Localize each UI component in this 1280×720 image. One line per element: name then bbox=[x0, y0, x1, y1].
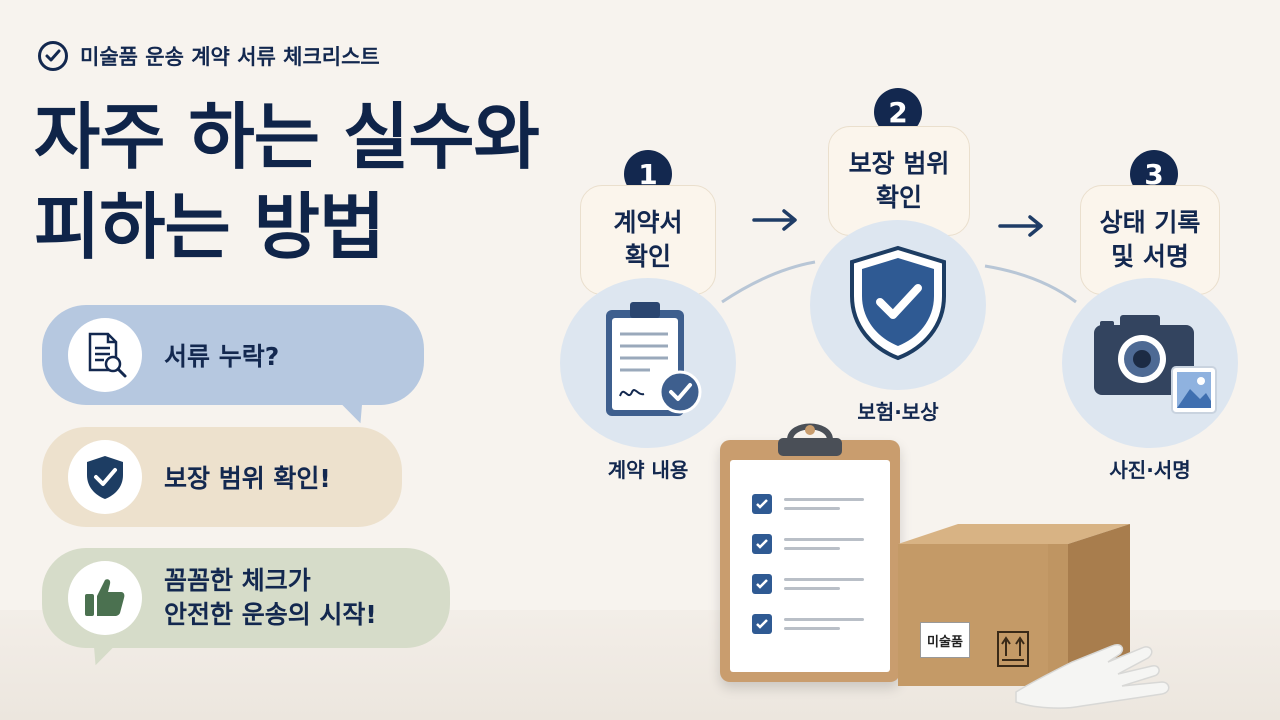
title-line-2: 피하는 방법 bbox=[34, 185, 385, 269]
checklist-row bbox=[752, 534, 864, 554]
step-2-card: 보장 범위 확인 bbox=[828, 126, 970, 236]
checkbox-checked-icon bbox=[752, 614, 772, 634]
checklist-paper bbox=[730, 460, 890, 672]
check-circle-icon bbox=[38, 41, 68, 71]
camera-icon bbox=[1080, 301, 1220, 425]
step-2-line-2: 확인 bbox=[875, 183, 922, 212]
thumbs-up-icon bbox=[68, 561, 142, 635]
step-1-caption: 계약 내용 bbox=[607, 458, 689, 482]
kicker-text: 미술품 운송 계약 서류 체크리스트 bbox=[80, 45, 380, 69]
kicker-label: 미술품 운송 계약 서류 체크리스트 bbox=[38, 40, 380, 72]
arrow-right-icon bbox=[752, 209, 797, 231]
bubble-coverage-check: 보장 범위 확인! bbox=[42, 427, 402, 527]
checkbox-checked-icon bbox=[752, 574, 772, 594]
step-3-line-1: 상태 기록 bbox=[1099, 208, 1201, 237]
title-line-1: 자주 하는 실수와 bbox=[34, 95, 540, 179]
document-search-icon bbox=[68, 318, 142, 392]
step-3-caption: 사진·서명 bbox=[1109, 458, 1191, 482]
step-1-line-1: 계약서 bbox=[613, 208, 683, 237]
step-1-line-2: 확인 bbox=[624, 242, 671, 271]
step-2-icon-circle bbox=[810, 220, 986, 390]
step-3-card: 상태 기록 및 서명 bbox=[1080, 185, 1220, 295]
shield-check-icon bbox=[846, 244, 950, 366]
checklist-row bbox=[752, 614, 864, 634]
clip-icon bbox=[778, 423, 842, 456]
step-3-icon-circle bbox=[1062, 278, 1238, 448]
step-1-card: 계약서 확인 bbox=[580, 185, 716, 295]
page-title: 자주 하는 실수와 피하는 방법 bbox=[34, 92, 540, 272]
bubble-text: 꼼꼼한 체크가 안전한 운송의 시작! bbox=[164, 564, 377, 632]
bubble-text: 서류 누락? bbox=[164, 342, 280, 371]
white-gloves-icon bbox=[1015, 643, 1170, 709]
bubble-text-line-2: 안전한 운송의 시작! bbox=[164, 600, 377, 629]
shield-check-icon bbox=[68, 440, 142, 514]
bubble-text: 보장 범위 확인! bbox=[164, 464, 331, 493]
bubble-missing-documents: 서류 누락? bbox=[42, 305, 424, 405]
step-3-line-2: 및 서명 bbox=[1111, 242, 1189, 271]
clipboard-check-icon bbox=[588, 296, 708, 430]
arrow-right-icon bbox=[998, 215, 1043, 237]
step-2-line-1: 보장 범위 bbox=[848, 149, 950, 178]
box-label: 미술품 bbox=[920, 622, 970, 658]
checkbox-checked-icon bbox=[752, 494, 772, 514]
step-1-icon-circle bbox=[560, 278, 736, 448]
step-2-caption: 보험·보상 bbox=[857, 400, 939, 424]
bubble-text-line-1: 꼼꼼한 체크가 bbox=[164, 566, 311, 595]
checklist-row bbox=[752, 574, 864, 594]
checklist-clipboard bbox=[720, 423, 900, 682]
bubble-careful-check: 꼼꼼한 체크가 안전한 운송의 시작! bbox=[42, 548, 450, 648]
checkbox-checked-icon bbox=[752, 534, 772, 554]
checklist-row bbox=[752, 494, 864, 514]
